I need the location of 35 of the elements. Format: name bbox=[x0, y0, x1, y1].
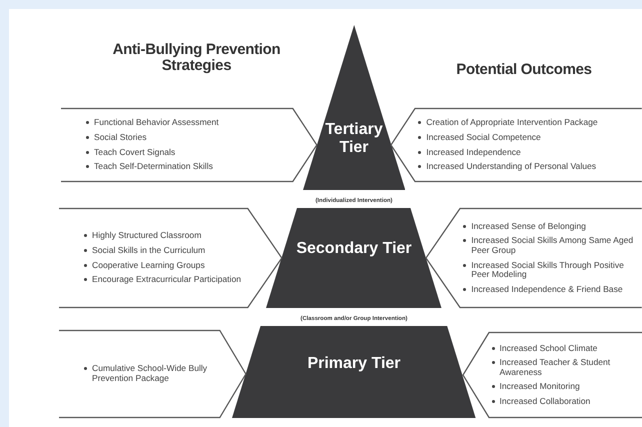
outcome-arrow-panel bbox=[462, 332, 642, 418]
bullet-item: Teach Self-Determination Skills bbox=[85, 162, 289, 172]
pyramid-tier bbox=[232, 326, 476, 418]
bullet-item: Increased Social Skills Through Positive Peer Modeling bbox=[462, 260, 640, 280]
outcome-arrow-panel bbox=[391, 108, 642, 182]
column-heading: Potential Outcomes bbox=[455, 62, 593, 78]
pyramid-tier bbox=[302, 25, 406, 204]
bullet-item: Increased Independence & Friend Base bbox=[462, 284, 640, 294]
bullet-item: Encourage Extracurricular Participation bbox=[83, 275, 244, 285]
tier-label: Tertiary Tier bbox=[324, 121, 384, 157]
strategy-arrow-panel bbox=[59, 330, 246, 418]
bullet-item: Cumulative School-Wide Bully Prevention Package bbox=[83, 364, 216, 384]
bullet-item: Increased School Climate bbox=[490, 344, 640, 354]
tier-label: Secondary Tier bbox=[295, 240, 413, 258]
bullet-item: Increased Collaboration bbox=[490, 396, 640, 406]
bullet-item: Increased Independence bbox=[417, 148, 640, 158]
bullet-item: Increased Sense of Belonging bbox=[462, 222, 640, 232]
outcome-arrow-panel bbox=[426, 208, 642, 308]
bullet-item: Functional Behavior Assessment bbox=[85, 118, 289, 128]
bullet-item: Social Stories bbox=[85, 132, 289, 142]
pyramid-tier bbox=[266, 208, 442, 322]
bullet-item: Increased Social Skills Among Same Aged Peer Group bbox=[462, 236, 640, 256]
bullet-item: Teach Covert Signals bbox=[85, 148, 289, 158]
bullet-item: Social Skills in the Curriculum bbox=[83, 246, 244, 256]
tier-label: Primary Tier bbox=[306, 355, 402, 373]
bullet-item: Highly Structured Classroom bbox=[83, 231, 244, 241]
bullet-item: Increased Understanding of Personal Values bbox=[417, 162, 640, 172]
bullet-item: Creation of Appropriate Intervention Package bbox=[417, 118, 640, 128]
bullet-item: Increased Monitoring bbox=[490, 382, 640, 392]
bullet-item: Increased Social Competence bbox=[417, 132, 640, 142]
strategy-arrow-panel bbox=[59, 208, 282, 308]
strategy-arrow-panel bbox=[61, 108, 317, 182]
bullet-item: Cooperative Learning Groups bbox=[83, 260, 244, 270]
bullet-item: Increased Teacher & Student Awareness bbox=[490, 358, 640, 378]
column-heading: Anti-Bullying Prevention Strategies bbox=[112, 42, 282, 74]
